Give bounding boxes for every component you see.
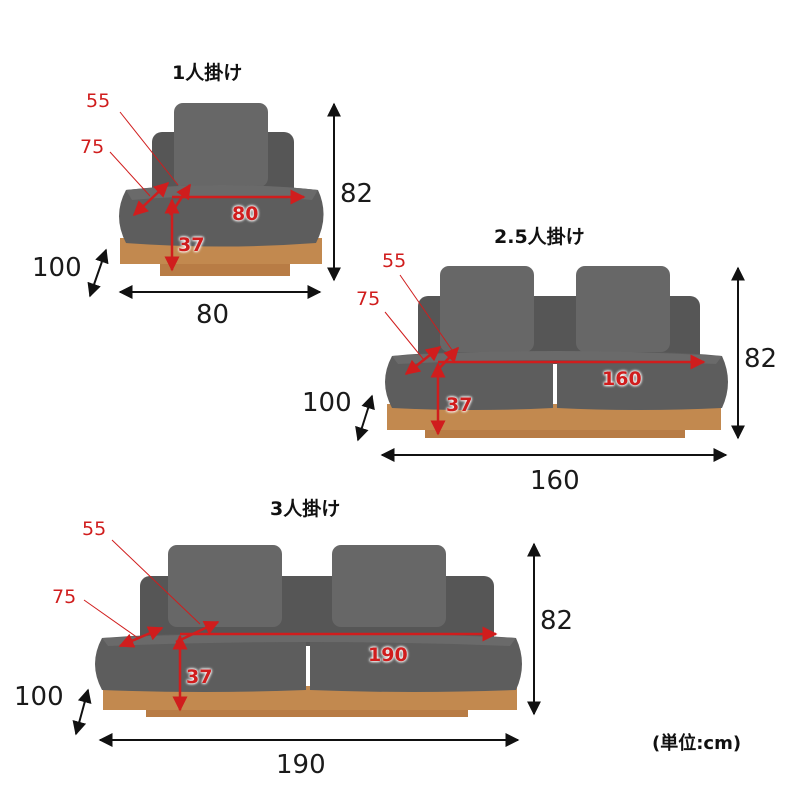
arm-inner-label-1: 55 [86, 90, 111, 112]
back-pillow-left [168, 545, 282, 627]
leader-75-3 [83, 599, 139, 639]
arm-inner-label-3: 55 [82, 518, 107, 540]
width-label-3: 190 [276, 750, 326, 780]
sofa-3-title: 3人掛け [270, 498, 341, 520]
seat-cushion-left [95, 634, 306, 692]
units-label: (単位:cm) [652, 733, 742, 754]
arm-outer-label-2: 75 [356, 288, 381, 310]
seat-height-label-2: 37 [446, 394, 473, 416]
depth-label-3: 100 [14, 682, 64, 712]
width-label-1: 80 [196, 300, 230, 330]
height-label-3: 82 [540, 606, 574, 636]
arm-arrow-2a [404, 346, 442, 375]
arm-arrow-3b [175, 620, 220, 644]
back-pillow-right [576, 266, 670, 352]
seat-cushion-right [557, 352, 728, 410]
arm-inner-label-2: 55 [382, 250, 407, 272]
sofa-1-seater [119, 103, 324, 276]
leader-55-3 [111, 539, 201, 625]
sofa-3-seater [95, 545, 522, 717]
arm-arrow-2b [435, 346, 460, 373]
sofa-2-title: 2.5人掛け [494, 226, 585, 248]
depth-label-2: 100 [302, 388, 352, 418]
leader-55-2 [399, 274, 453, 351]
depth-label-1: 100 [32, 253, 82, 283]
seat-width-label-1: 80 [232, 203, 259, 225]
seat-width-label-2: 160 [602, 368, 642, 390]
back-pillow [174, 103, 268, 187]
height-label-2: 82 [744, 344, 778, 374]
leader-75-1 [109, 151, 151, 197]
seat-top [102, 633, 516, 646]
depth-arrow-3 [72, 688, 92, 736]
arm-arrow-1b [168, 183, 192, 216]
depth-arrow-2 [355, 394, 375, 442]
seat-height-label-3: 37 [186, 666, 213, 688]
depth-arrow-1 [87, 248, 109, 298]
leader-75-2 [384, 311, 425, 361]
arm-outer-label-3: 75 [52, 586, 77, 608]
sofa-1-title: 1人掛け [172, 62, 243, 84]
leader-55-1 [119, 111, 179, 186]
seat-height-label-1: 37 [178, 234, 205, 256]
seat-width-label-3: 190 [368, 644, 408, 666]
height-label-1: 82 [340, 179, 374, 209]
arm-outer-label-1: 75 [80, 136, 105, 158]
sofa-2-5-seater [385, 266, 728, 438]
arm-arrow-1a [132, 181, 170, 217]
back-pillow-right [332, 545, 446, 627]
width-label-2: 160 [530, 466, 580, 496]
back-pillow-left [440, 266, 534, 352]
seat-cushion-right [310, 634, 522, 692]
arm-arrow-3a [118, 626, 164, 648]
